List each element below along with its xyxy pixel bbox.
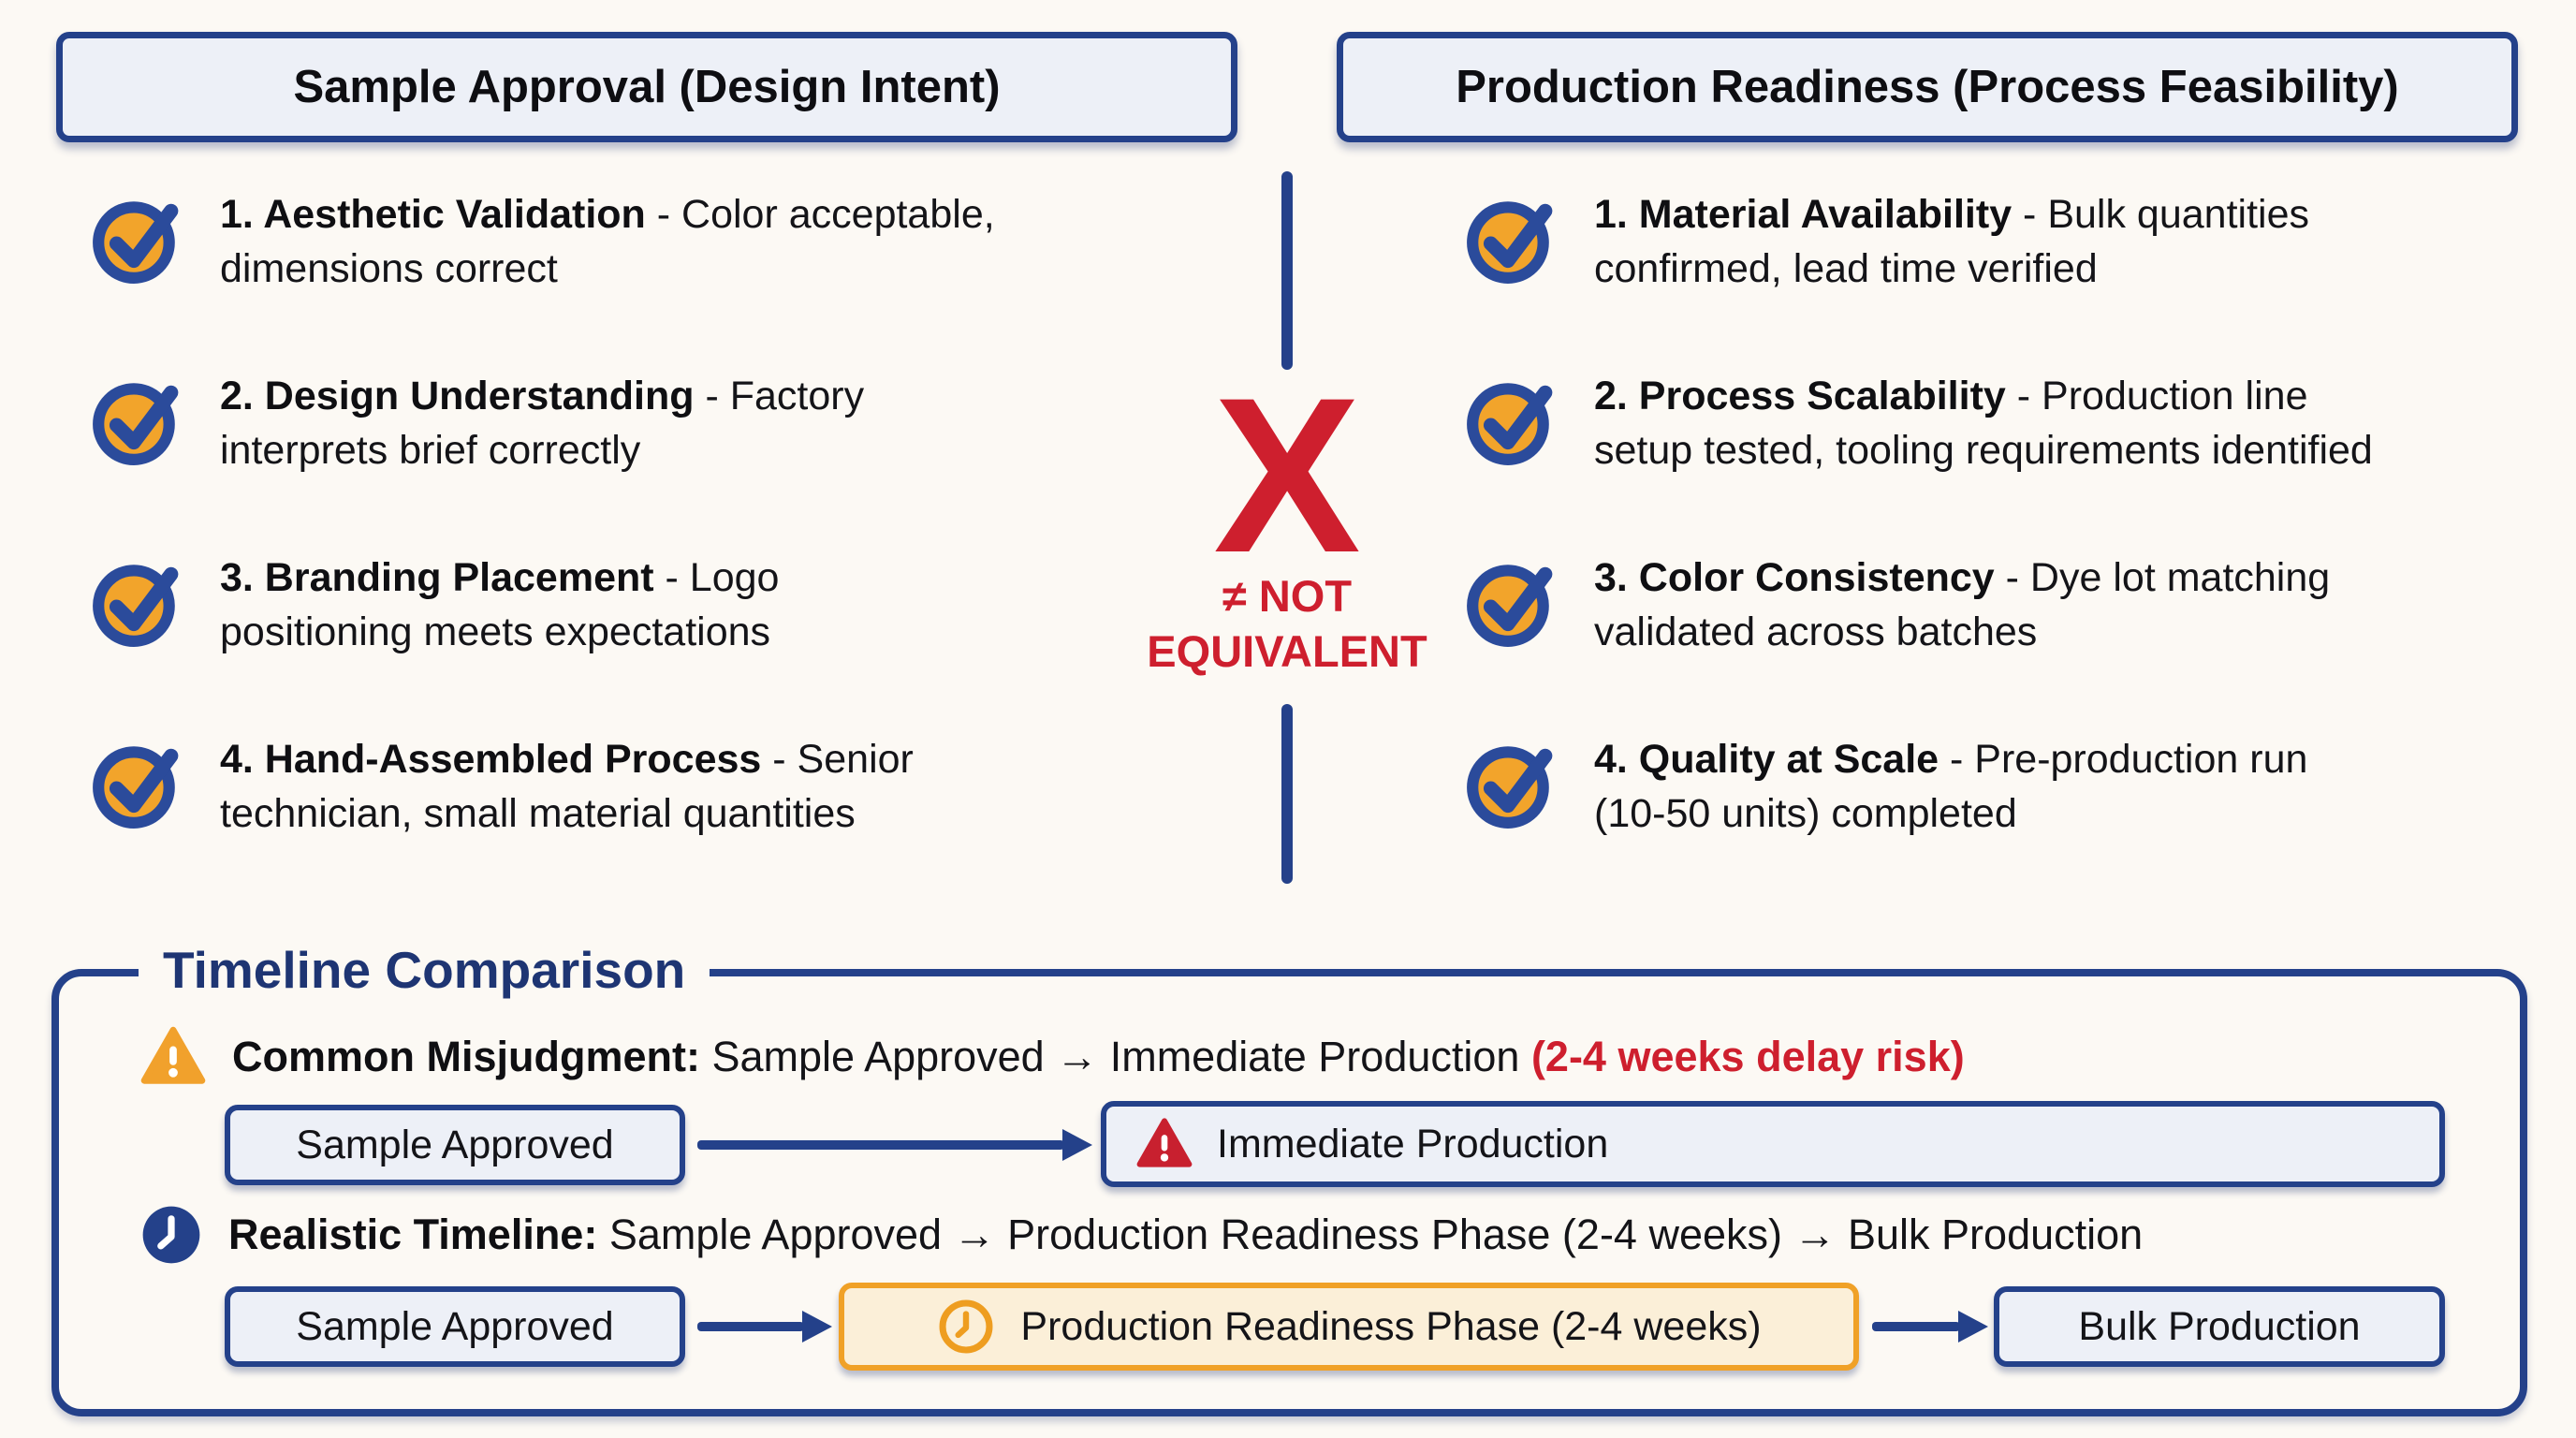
arrow-right bbox=[697, 1311, 832, 1343]
check-icon bbox=[89, 191, 184, 286]
list-item: 3. Branding Placement - Logo positioning… bbox=[89, 550, 779, 660]
realistic-label: Realistic Timeline: Sample Approved → Pr… bbox=[140, 1204, 2143, 1266]
warning-icon bbox=[140, 1024, 206, 1090]
misjudgment-label: Common Misjudgment: Sample Approved → Im… bbox=[140, 1024, 1965, 1090]
bulk-production-box: Bulk Production bbox=[1994, 1286, 2445, 1367]
list-item-text: 4. Hand-Assembled Process - Senior techn… bbox=[220, 737, 914, 837]
timeline-frame bbox=[51, 969, 2527, 1416]
sample-approved-box: Sample Approved bbox=[225, 1105, 685, 1185]
check-icon bbox=[1463, 373, 1559, 468]
arrow-right bbox=[1872, 1311, 1988, 1343]
right-panel-header: Production Readiness (Process Feasibilit… bbox=[1337, 32, 2518, 142]
list-item-text: 4. Quality at Scale - Pre-production run… bbox=[1594, 737, 2308, 837]
list-item: 3. Color Consistency - Dye lot matching … bbox=[1463, 550, 2330, 660]
list-item-text: 3. Color Consistency - Dye lot matching … bbox=[1594, 555, 2331, 655]
list-item: 4. Hand-Assembled Process - Senior techn… bbox=[89, 732, 914, 842]
x-mark: X bbox=[1213, 352, 1361, 599]
timeline-title: Timeline Comparison bbox=[139, 936, 710, 1004]
production-readiness-box: Production Readiness Phase (2-4 weeks) bbox=[839, 1283, 1859, 1371]
clock-icon bbox=[140, 1204, 202, 1266]
sample-approved-box: Sample Approved bbox=[225, 1286, 685, 1367]
immediate-production-box: Immediate Production bbox=[1101, 1101, 2445, 1187]
check-icon bbox=[1463, 191, 1559, 286]
list-item: 2. Design Understanding - Factory interp… bbox=[89, 369, 864, 478]
list-item-text: 2. Design Understanding - Factory interp… bbox=[220, 374, 865, 474]
check-icon bbox=[89, 554, 184, 650]
list-item-text: 1. Aesthetic Validation - Color acceptab… bbox=[220, 192, 995, 292]
left-panel-header: Sample Approval (Design Intent) bbox=[56, 32, 1237, 142]
arrow-right bbox=[697, 1129, 1092, 1161]
alert-icon bbox=[1136, 1116, 1193, 1172]
center-divider-bottom bbox=[1281, 704, 1293, 884]
list-item-text: 1. Material Availability - Bulk quantiti… bbox=[1594, 192, 2309, 292]
check-icon bbox=[89, 736, 184, 831]
list-item-text: 2. Process Scalability - Production line… bbox=[1594, 374, 2373, 474]
center-divider-top bbox=[1281, 171, 1293, 370]
check-icon bbox=[1463, 736, 1559, 831]
clock-outline-icon bbox=[936, 1297, 996, 1357]
check-icon bbox=[89, 373, 184, 468]
list-item: 1. Aesthetic Validation - Color acceptab… bbox=[89, 187, 995, 297]
list-item-text: 3. Branding Placement - Logo positioning… bbox=[220, 555, 780, 655]
list-item: 1. Material Availability - Bulk quantiti… bbox=[1463, 187, 2309, 297]
left-panel-title: Sample Approval (Design Intent) bbox=[293, 62, 1001, 112]
right-panel-title: Production Readiness (Process Feasibilit… bbox=[1456, 62, 2399, 112]
not-equivalent-label: ≠ NOT EQUIVALENT bbox=[1147, 571, 1427, 676]
list-item: 2. Process Scalability - Production line… bbox=[1463, 369, 2373, 478]
list-item: 4. Quality at Scale - Pre-production run… bbox=[1463, 732, 2307, 842]
